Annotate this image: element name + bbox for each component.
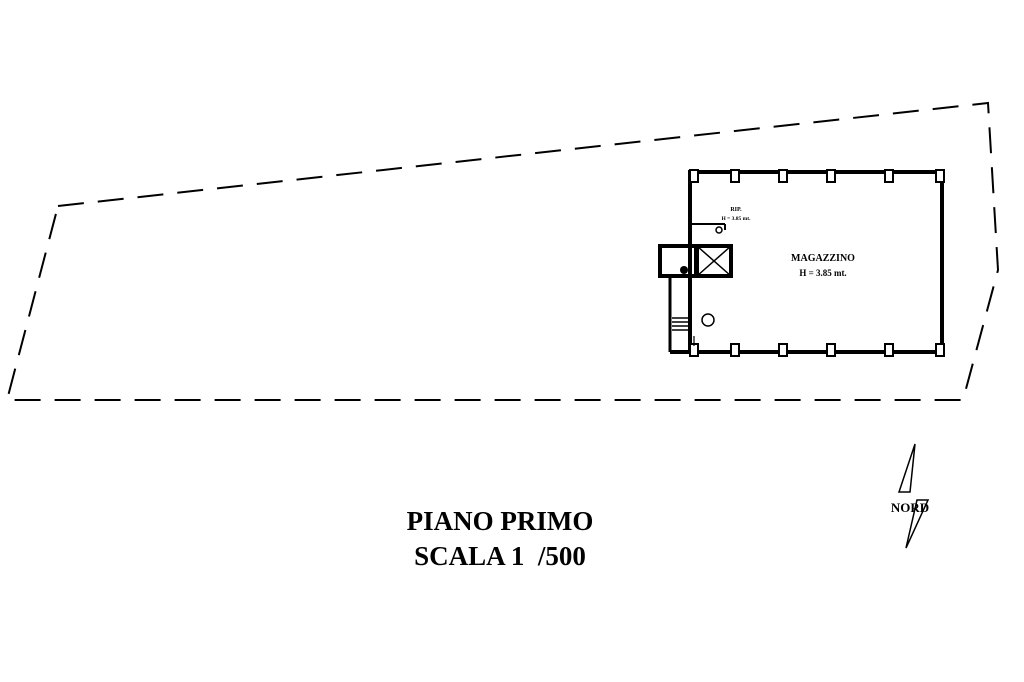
north-label: NORD: [891, 500, 929, 515]
stair-landing: [658, 244, 698, 278]
room-height-label: H = 3.85 mt.: [799, 268, 846, 278]
building-walls: [688, 170, 944, 354]
room-name-label: MAGAZZINO: [791, 253, 855, 264]
north-arrow-icon: NORD: [891, 443, 930, 549]
stair-steps: [672, 317, 690, 331]
fixture-circle: [701, 313, 715, 327]
plan-scale: SCALA 1 /500: [414, 541, 586, 571]
lot-boundary: [5, 101, 1000, 401]
small-room-name-label: RIP.: [730, 207, 742, 213]
plan-title: PIANO PRIMO: [406, 506, 594, 536]
building: [658, 169, 945, 357]
small-room-height-label: H = 3.85 mt.: [722, 216, 752, 222]
pillars: [689, 169, 945, 357]
